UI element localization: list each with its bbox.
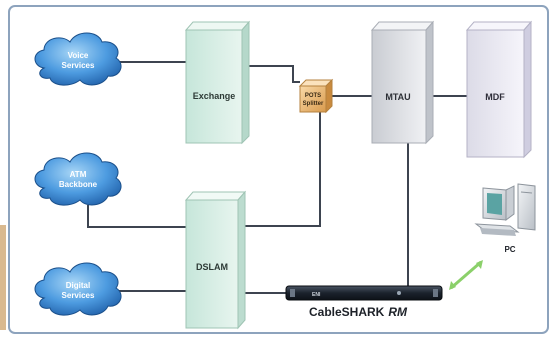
cableshark-chassis [285, 285, 443, 301]
splitter-front [299, 85, 327, 113]
splitter-label-line1: POTS [305, 93, 321, 99]
cabinet-dslam-front [185, 199, 239, 329]
cabinet-mtau-top [370, 21, 435, 31]
cabinet-mdf-top [465, 21, 533, 31]
link-splitter-dslam [245, 112, 321, 227]
cloud-digital-shape [34, 262, 122, 316]
pc-screen [487, 193, 502, 215]
cabinet-exchange-top [184, 21, 251, 31]
cabinet-mtau: MTAU [370, 20, 435, 145]
left-edge-strip [0, 225, 6, 330]
cabinet-mdf-side [523, 20, 532, 159]
cloud-digital-services: Digital Services [34, 262, 122, 316]
cableshark-panel-label: ENI [312, 292, 321, 298]
links [87, 61, 467, 294]
cableshark-led-icon [397, 291, 401, 295]
cloud-voice-label-line1: Voice [68, 51, 89, 60]
cableshark-name: CableSHARK [309, 305, 385, 319]
arrowhead-pc [476, 260, 483, 269]
cloud-atm-label-line1: ATM [70, 170, 87, 179]
cabinet-mdf-front [466, 29, 525, 158]
pots-splitter: POTS Splitter [298, 78, 334, 114]
pc-label: PC [504, 245, 515, 254]
pc-desk [480, 228, 516, 236]
arrowhead-cableshark [449, 281, 456, 290]
cabinet-dslam-top [184, 191, 247, 201]
cloud-voice-shape [34, 32, 122, 86]
pc-workstation: PC [474, 183, 536, 254]
pc-monitor-side [505, 185, 515, 221]
cableshark-ear-right [433, 289, 438, 297]
cabinet-exchange-side [241, 20, 250, 145]
link-cableshark-pc [450, 260, 482, 290]
cabinet-mtau-label: MTAU [385, 92, 410, 102]
cloud-atm-shape [34, 152, 122, 206]
cloud-digital-label-line1: Digital [66, 281, 90, 290]
cabinet-dslam-side [237, 190, 246, 330]
cloud-atm-backbone: ATM Backbone [34, 152, 122, 206]
cabinet-exchange-label: Exchange [193, 91, 236, 101]
pc-drive-bay [520, 191, 533, 194]
cloud-atm-label-line2: Backbone [59, 180, 98, 189]
cloud-voice-label-line2: Services [62, 61, 95, 70]
cabinet-mtau-side [425, 20, 434, 145]
splitter-side [325, 78, 333, 114]
splitter-label-line2: Splitter [303, 101, 324, 107]
cableshark-suffix: RM [388, 305, 408, 319]
cabinet-dslam: DSLAM [184, 190, 247, 330]
link-exchange-splitter [249, 65, 300, 83]
cabinet-exchange-front [185, 29, 243, 144]
cloud-voice-services: Voice Services [34, 32, 122, 86]
cabinet-mdf-label: MDF [485, 92, 505, 102]
cabinet-dslam-label: DSLAM [196, 262, 228, 272]
cabinet-mtau-front [371, 29, 427, 144]
cabinet-mdf: MDF [465, 20, 533, 159]
cloud-digital-label-line2: Services [62, 291, 95, 300]
link-atm-dslam [87, 205, 186, 228]
cableshark-ear-left [290, 289, 295, 297]
pc-tower-icon [517, 183, 536, 231]
cabinet-exchange: Exchange [184, 20, 251, 145]
